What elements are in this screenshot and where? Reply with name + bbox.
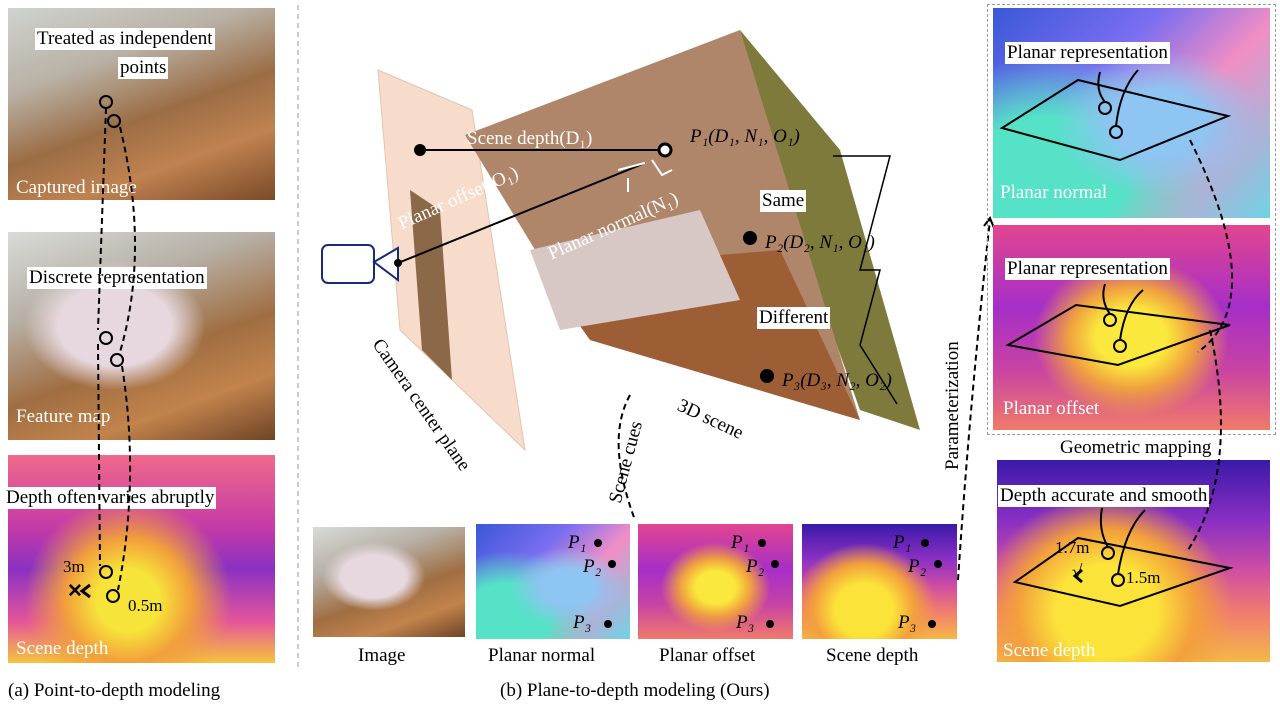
depth-05m: 0.5m — [128, 596, 163, 615]
feature-title: Discrete representation — [27, 267, 207, 289]
thumb-depth-p2: P₂ — [908, 556, 927, 577]
thumb-offset-p3: P₃ — [736, 612, 755, 633]
thumb-offset-p1: P₁ — [731, 532, 750, 553]
scene-depth-label-a: Scene depth — [16, 638, 109, 659]
depth-abrupt-title: Depth often varies abruptly — [4, 487, 217, 509]
captured-image-label: Captured image — [16, 177, 137, 198]
scene-wall-olive — [740, 30, 920, 430]
thumb-offset-p2: P₂ — [746, 556, 765, 577]
thumb-planar-normal — [476, 524, 630, 639]
captured-title-2: points — [118, 57, 169, 79]
depth-15m: 1.5m — [1126, 568, 1161, 587]
scene-bed — [530, 210, 740, 330]
captured-title: Treated as independent — [35, 28, 215, 50]
normal-map-title: Planar representation — [1005, 42, 1170, 64]
thumb-planar-offset — [638, 524, 793, 639]
right-plane-diagrams — [999, 69, 1234, 608]
thumb-label-depth: Scene depth — [826, 645, 919, 666]
thumb-normal-p1: P₁ — [568, 532, 587, 553]
thumb-depth-p3: P₃ — [898, 612, 917, 633]
camera-center-plane — [377, 69, 526, 452]
point-p2: P₂(D₂, N₁, O₁) — [765, 232, 875, 253]
thumb-depth-p1: P₁ — [893, 532, 912, 553]
camera-plane-image — [410, 190, 452, 380]
thumb-label-offset: Planar offset — [659, 645, 756, 666]
scene-depth-label-right: Scene depth — [1003, 640, 1096, 661]
depth-3m: 3m — [63, 557, 85, 576]
offset-map-title: Planar representation — [1005, 258, 1170, 280]
scene-depth-label: Scene depth(D₁) — [467, 128, 593, 149]
thumb-normal-p2: P₂ — [583, 556, 602, 577]
caption-a: (a) Point-to-depth modeling — [8, 680, 221, 701]
point-p3: P₃(D₃, N₂, O₂) — [782, 370, 892, 391]
thumb-normal-p3: P₃ — [573, 612, 592, 633]
different-label: Different — [757, 307, 831, 329]
camera-icon — [321, 244, 375, 284]
same-label: Same — [760, 190, 807, 212]
thumb-dots — [594, 539, 942, 628]
thumb-image — [313, 527, 465, 637]
feature-map — [8, 232, 275, 440]
wrong-mark-icon: ✕ — [67, 581, 83, 602]
panel-a-connectors — [79, 5, 299, 670]
point-p1: P₁(D₁, N₁, O₁) — [690, 126, 800, 147]
geometric-mapping-label: Geometric mapping — [1060, 437, 1212, 458]
thumb-label-normal: Planar normal — [488, 645, 596, 666]
depth-17m: 1.7m — [1055, 538, 1090, 557]
planar-offset-map-label: Planar offset — [1003, 398, 1100, 419]
scene-diagram — [321, 30, 920, 520]
geometric-mapping-box — [987, 4, 1276, 435]
param-arrow — [957, 215, 995, 581]
thumb-label-image: Image — [358, 645, 406, 666]
caption-b: (b) Plane-to-depth modeling (Ours) — [500, 680, 770, 701]
depth-smooth-title: Depth accurate and smooth — [998, 485, 1210, 507]
feature-map-label: Feature map — [16, 406, 111, 427]
planar-normal-map-label: Planar normal — [1000, 182, 1108, 203]
thumb-scene-depth — [802, 524, 957, 639]
